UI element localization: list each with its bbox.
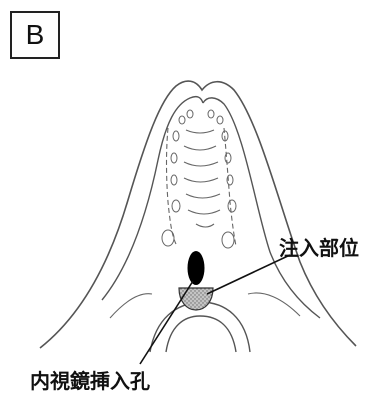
- mandible-line-left: [110, 294, 152, 318]
- endoscope-insertion-hole: [188, 251, 205, 285]
- tooth-row-left: [167, 128, 177, 244]
- tooth-row-right: [224, 128, 236, 246]
- injection-site: [179, 288, 213, 310]
- palate-outline-right: [203, 98, 320, 318]
- palatal-rugae: [184, 130, 220, 227]
- endoscope-insertion-hole-label: 内視鏡挿入孔: [30, 365, 150, 394]
- leader-line-injection-site: [207, 255, 290, 294]
- pharynx-arch-inner: [166, 316, 236, 352]
- injection-site-label: 注入部位: [279, 232, 359, 261]
- teeth: [162, 110, 236, 248]
- mandible-line-right: [248, 293, 300, 316]
